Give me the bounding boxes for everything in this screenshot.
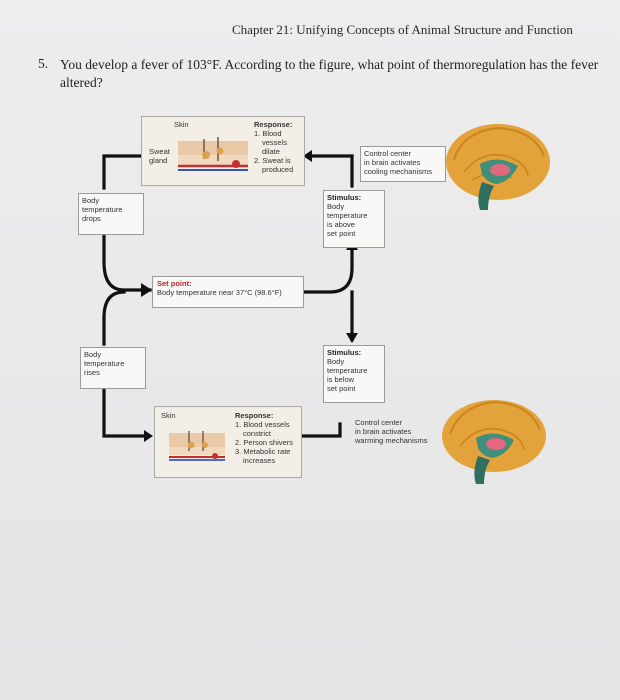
stimulus-below: Stimulus: Body temperature is below set … — [323, 345, 385, 403]
body-temperature-rises: Body temperature rises — [80, 347, 146, 389]
control-line: in brain activates — [364, 158, 421, 167]
control-center-cooling: Control center in brain activates coolin… — [360, 146, 446, 182]
stimulus-title: Stimulus: — [327, 348, 362, 357]
label-line: Body — [84, 350, 102, 359]
response-line: dilate — [262, 147, 280, 156]
label-line: drops — [82, 214, 101, 223]
stimulus-above: Stimulus: Body temperature is above set … — [323, 190, 385, 248]
sweat-gland-label: Sweat gland — [149, 147, 170, 165]
skin-label: Skin — [161, 411, 176, 420]
stimulus-line: temperature — [327, 211, 368, 220]
response-line: 1. Blood vessels — [235, 420, 290, 429]
skin-label: Skin — [174, 120, 189, 129]
control-line: Control center — [364, 149, 412, 158]
control-line: cooling mechanisms — [364, 167, 432, 176]
stimulus-line: set point — [327, 384, 356, 393]
question-text: You develop a fever of 103°F. According … — [60, 57, 599, 90]
label-line: rises — [84, 368, 100, 377]
chapter-title: Chapter 21: Unifying Concepts of Animal … — [232, 22, 573, 37]
set-point-text: Body temperature near 37°C (98.6°F) — [157, 288, 282, 297]
set-point: Set point: Body temperature near 37°C (9… — [152, 276, 304, 308]
brain-bottom-icon — [442, 400, 546, 484]
control-line: Control center — [355, 418, 403, 427]
bottom-skin-panel: Skin Response: 1. Blood vessels constric… — [154, 406, 302, 478]
control-center-warming: Control center in brain activates warmin… — [355, 418, 435, 445]
response-line: 2. Sweat is — [254, 156, 291, 165]
skin-illustration-icon — [178, 137, 248, 171]
label-line: temperature — [82, 205, 123, 214]
response-line: vessels — [262, 138, 288, 147]
label-line: temperature — [84, 359, 125, 368]
response-title: Response: — [235, 411, 274, 420]
stimulus-line: set point — [327, 229, 356, 238]
stimulus-line: Body — [327, 202, 345, 211]
stimulus-line: is below — [327, 375, 355, 384]
response-line: constrict — [243, 429, 271, 438]
brain-top-icon — [446, 124, 550, 210]
response-line: increases — [243, 456, 276, 465]
question-number: 5. — [38, 56, 49, 71]
body-temperature-drops: Body temperature drops — [78, 193, 144, 235]
response-line: 2. Person shivers — [235, 438, 293, 447]
response-line: 3. Metabolic rate — [235, 447, 291, 456]
stimulus-line: Body — [327, 357, 345, 366]
stimulus-title: Stimulus: — [327, 193, 362, 202]
stimulus-line: is above — [327, 220, 355, 229]
skin-illustration-icon — [169, 431, 225, 461]
top-skin-panel: Skin Sweat gland Response: 1. Blood vess… — [141, 116, 305, 186]
response-line: produced — [262, 165, 294, 174]
label-line: Body — [82, 196, 100, 205]
set-point-title: Set point: — [157, 279, 192, 288]
response-line: 1. Blood — [254, 129, 282, 138]
stimulus-line: temperature — [327, 366, 368, 375]
response-title: Response: — [254, 120, 293, 129]
control-line: in brain activates — [355, 427, 412, 436]
control-line: warming mechanisms — [355, 436, 428, 445]
